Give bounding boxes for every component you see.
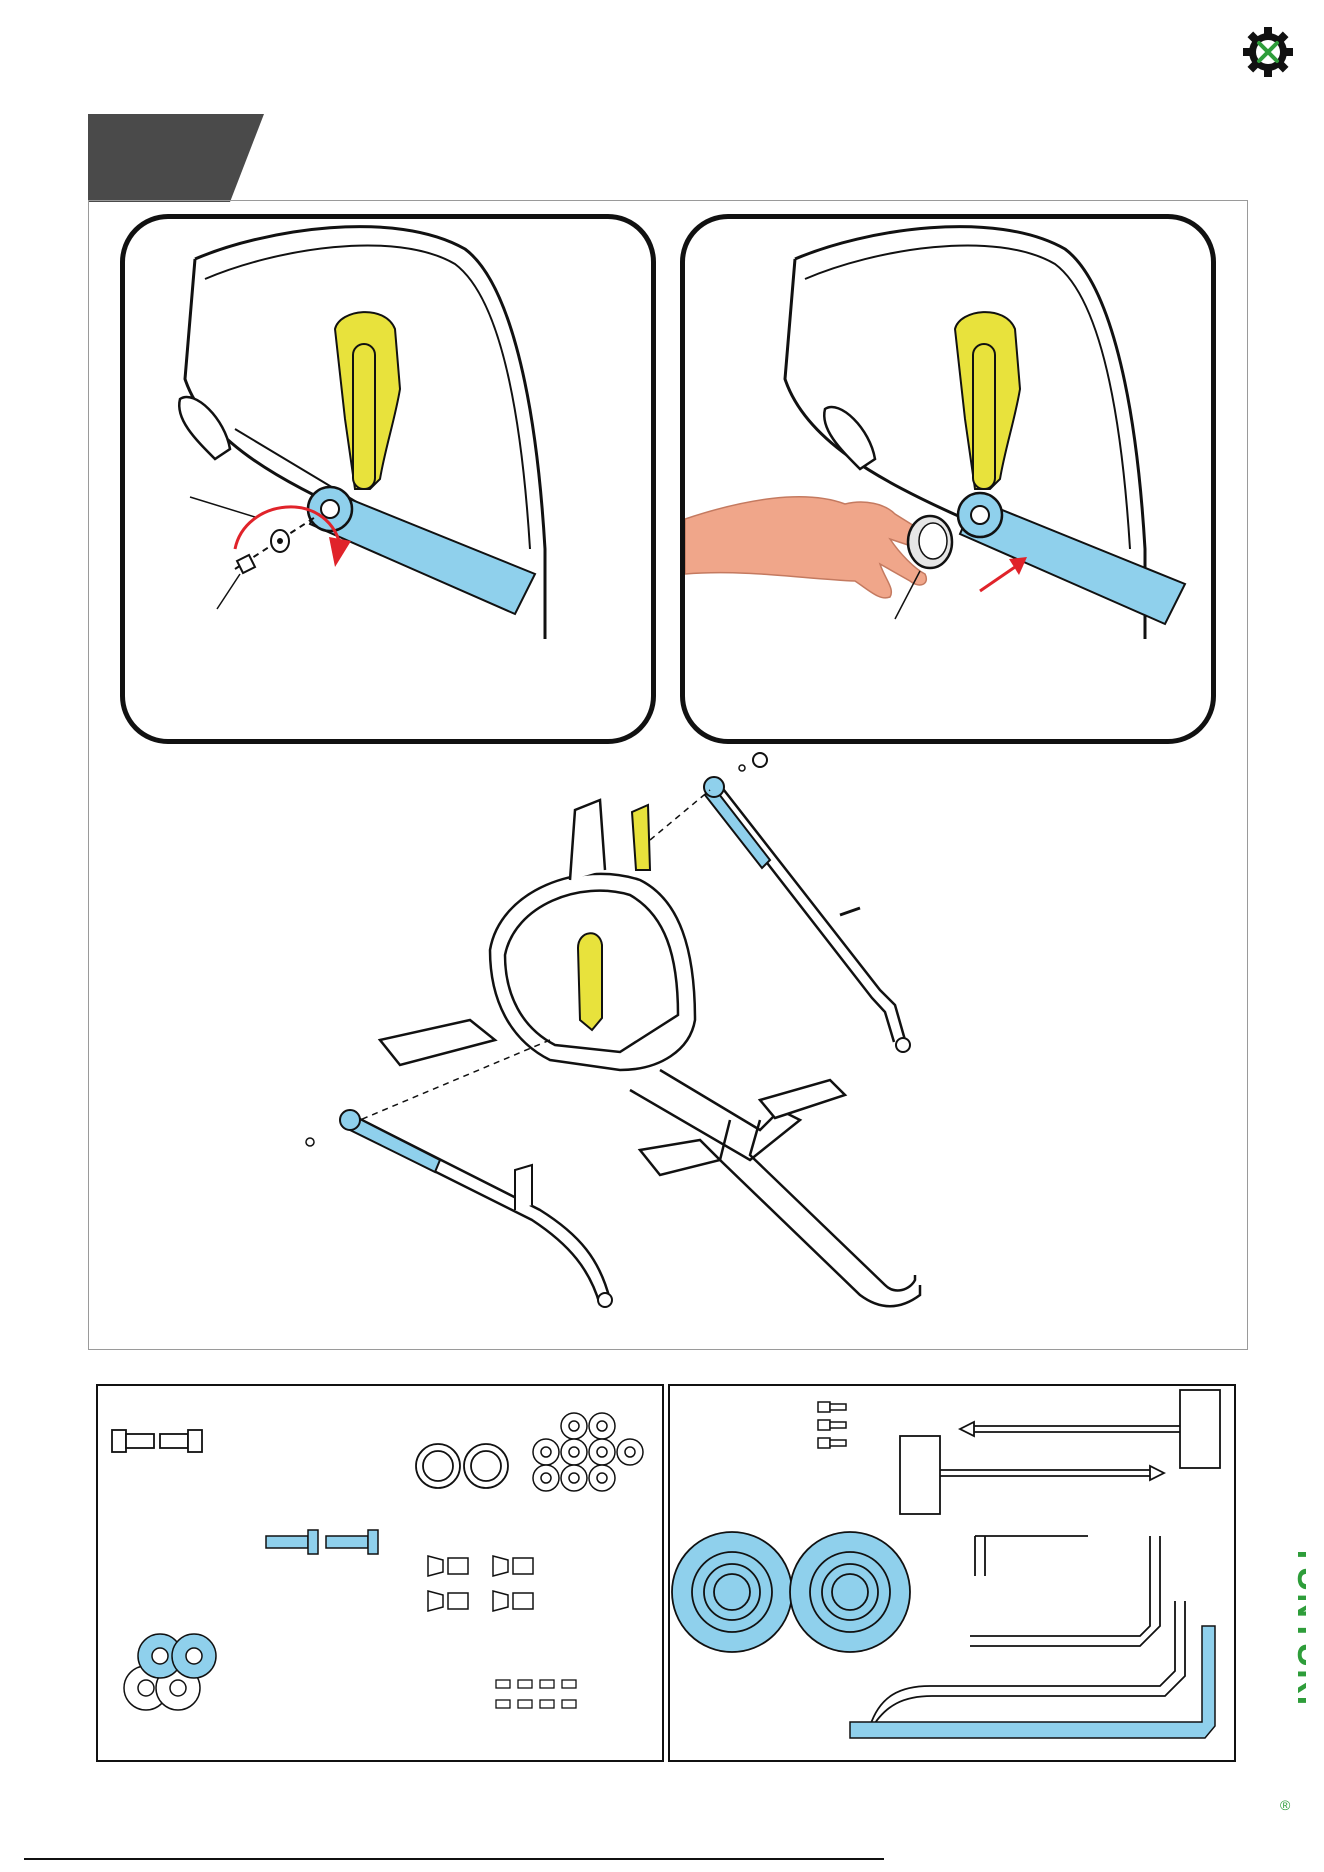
svg-text:TUNTURI: TUNTURI bbox=[1290, 1544, 1306, 1707]
detail-panel-cap bbox=[680, 214, 1216, 744]
brand-logo: TUNTURI ® bbox=[1266, 1540, 1306, 1820]
insert-arrow-icon bbox=[975, 549, 1035, 599]
footer-rule bbox=[24, 1858, 884, 1860]
detail-panel-bolt bbox=[120, 214, 656, 744]
parts-box-hardware bbox=[96, 1384, 664, 1762]
assembly-overview bbox=[300, 740, 1060, 1340]
step-tab bbox=[88, 114, 264, 202]
parts-box-tools bbox=[668, 1384, 1236, 1762]
rotate-arrow-icon bbox=[225, 489, 355, 599]
svg-text:®: ® bbox=[1280, 1797, 1291, 1813]
gear-wrench-icon bbox=[1240, 24, 1296, 80]
